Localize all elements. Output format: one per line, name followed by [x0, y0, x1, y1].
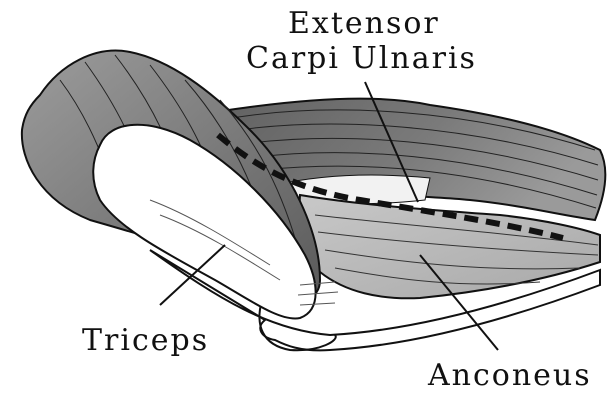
label-extensor-line2: Carpi Ulnaris: [246, 41, 477, 76]
label-triceps: Triceps: [82, 323, 209, 358]
label-anconeus: Anconeus: [427, 358, 592, 393]
label-extensor-line1: Extensor: [288, 6, 440, 41]
